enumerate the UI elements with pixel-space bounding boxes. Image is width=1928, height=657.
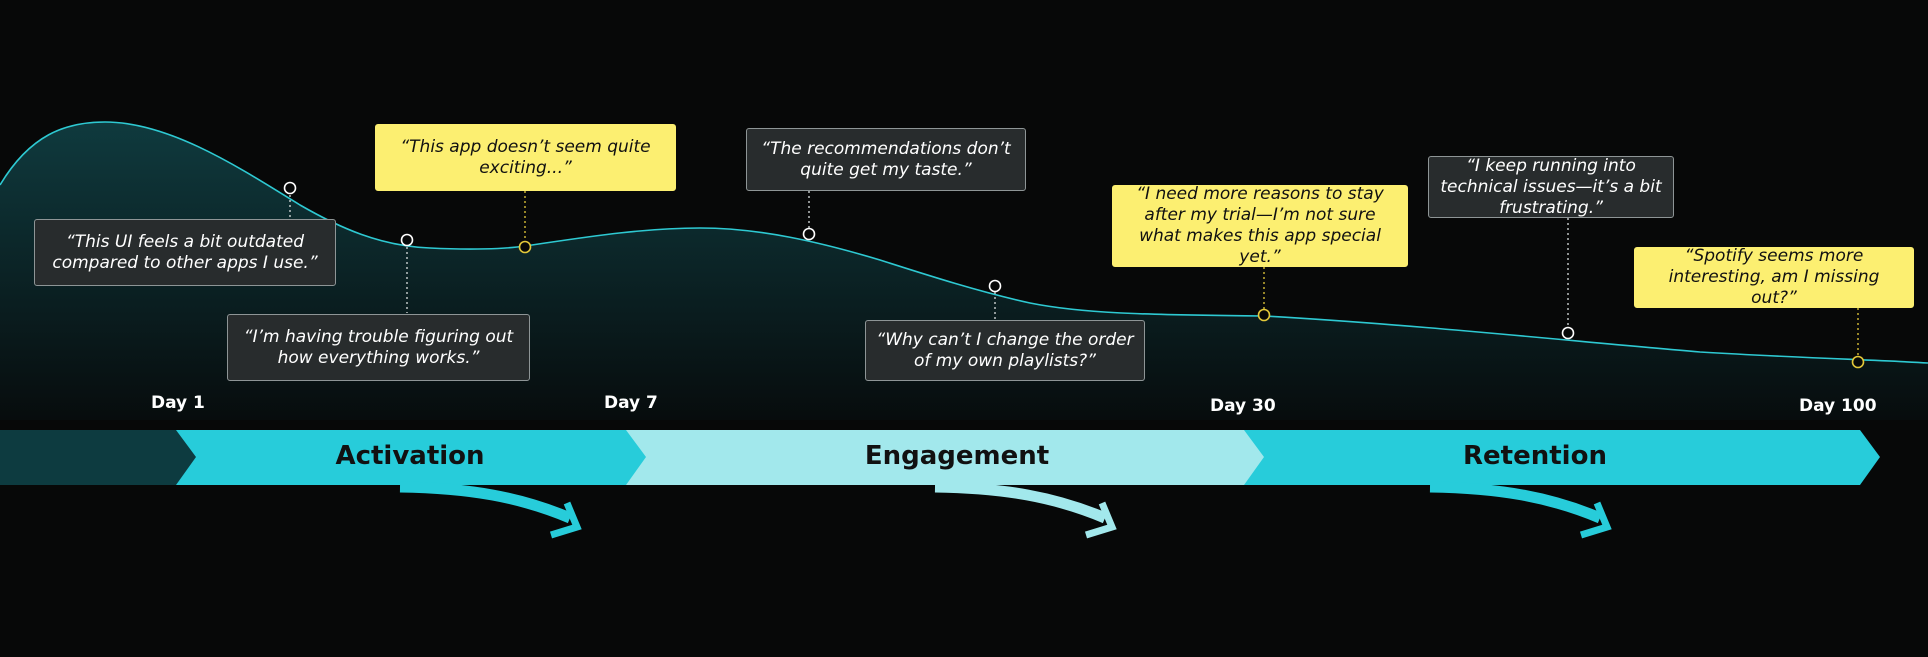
- engagement-chevron: [626, 430, 1265, 485]
- quote-not-exciting-text: “This app doesn’t seem quite exciting...…: [400, 136, 651, 178]
- touchpoint-taste: [802, 227, 816, 241]
- quote-trial-reasons: “I need more reasons to stay after my tr…: [1112, 184, 1408, 267]
- retention-chevron: [1244, 430, 1880, 485]
- retention-arrow: [1429, 481, 1612, 539]
- quote-trouble-figuring: “I’m having trouble figuring out how eve…: [227, 314, 530, 381]
- touchpoint-technical: [1561, 326, 1575, 340]
- day-label-1: Day 1: [151, 393, 205, 413]
- quote-trouble-figuring-text: “I’m having trouble figuring out how eve…: [243, 326, 514, 368]
- activation-chevron: [176, 430, 648, 485]
- quote-outdated-ui-text: “This UI feels a bit outdated compared t…: [52, 231, 318, 273]
- stage-label-activation: Activation: [335, 441, 485, 471]
- stage-label-engagement: Engagement: [864, 441, 1050, 471]
- pre-activation-segment: [0, 430, 200, 485]
- day-label-7: Day 7: [604, 393, 658, 413]
- touchpoint-trial: [1257, 308, 1271, 322]
- touchpoint-outdated: [283, 181, 297, 195]
- engagement-arrow: [934, 481, 1117, 539]
- day-label-100: Day 100: [1799, 396, 1877, 416]
- quote-outdated-ui: “This UI feels a bit outdated compared t…: [34, 219, 336, 286]
- quote-recommendations-text: “The recommendations don’t quite get my …: [761, 138, 1011, 180]
- stage-label-retention: Retention: [1463, 441, 1607, 471]
- quote-playlist-order-text: “Why can’t I change the order of my own …: [876, 329, 1134, 371]
- touchpoint-spotify: [1851, 355, 1865, 369]
- sentiment-curve: [0, 121, 1928, 364]
- touchpoint-order: [988, 279, 1002, 293]
- day-label-30: Day 30: [1210, 396, 1276, 416]
- quote-not-exciting: “This app doesn’t seem quite exciting...…: [375, 124, 676, 191]
- quote-spotify-interesting: “Spotify seems more interesting, am I mi…: [1634, 246, 1914, 308]
- quote-recommendations: “The recommendations don’t quite get my …: [746, 128, 1026, 191]
- quote-technical-issues: “I keep running into technical issues—it…: [1428, 156, 1674, 218]
- quote-spotify-interesting-text: “Spotify seems more interesting, am I mi…: [1668, 246, 1880, 308]
- quote-trial-reasons-text: “I need more reasons to stay after my tr…: [1136, 184, 1384, 267]
- quote-playlist-order: “Why can’t I change the order of my own …: [865, 320, 1145, 381]
- quote-technical-issues-text: “I keep running into technical issues—it…: [1440, 155, 1662, 218]
- touchpoint-trouble: [400, 233, 414, 247]
- activation-arrow: [399, 481, 582, 539]
- touchpoint-exciting: [518, 240, 532, 254]
